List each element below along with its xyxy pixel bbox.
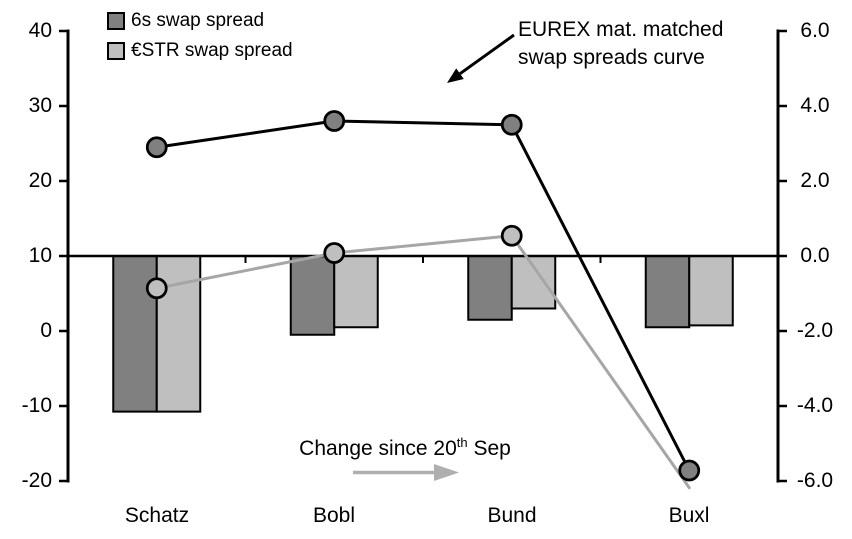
right-tick-label: 4.0 [800, 94, 830, 117]
change-annotation-prefix: Change since 20 [299, 437, 457, 460]
left-tick-label: 40 [28, 19, 52, 42]
right-tick-label: 2.0 [800, 169, 830, 192]
left-tick-label: -20 [21, 469, 52, 492]
change-direction-arrow-icon [353, 464, 459, 481]
left-tick-label: -10 [21, 394, 52, 417]
left-tick-label: 0 [40, 319, 52, 342]
curve-annotation: EUREX mat. matched swap spreads curve [518, 16, 723, 72]
series-marker-1-Bobl [323, 110, 346, 132]
change-annotation: Change since 20th Sep [270, 435, 540, 461]
legend-item-estr: €STR swap spread [107, 40, 293, 62]
bar-1-Bobl [333, 255, 379, 329]
series-marker-1-Schatz [145, 136, 168, 159]
bar-1-Schatz [155, 255, 202, 413]
right-tick-label: -2.0 [796, 319, 834, 342]
series-line-1 [155, 119, 691, 472]
change-annotation-suffix: Sep [467, 437, 511, 460]
bar-0-Bund [467, 255, 513, 321]
right-tick-label: -6.0 [796, 469, 834, 492]
bar-1-Buxl [688, 255, 734, 327]
legend-label-6s: 6s swap spread [131, 10, 265, 31]
series-marker-1-Buxl [678, 459, 701, 482]
legend-item-6s: 6s swap spread [107, 10, 264, 32]
bar-1-Bund [510, 255, 557, 310]
series-marker-0-Bund [500, 224, 523, 247]
legend-swatch-estr-icon [107, 42, 125, 60]
bar-0-Schatz [112, 255, 158, 413]
curve-note-arrow-icon [447, 33, 515, 83]
legend-swatch-6s-icon [107, 12, 125, 30]
bar-0-Bobl [289, 255, 336, 336]
right-tick-label: 0.0 [800, 244, 830, 267]
curve-annotation-line1: EUREX mat. matched [518, 18, 724, 41]
series-layer [59, 29, 787, 490]
change-annotation-sup: th [456, 435, 468, 450]
legend-label-estr: €STR swap spread [131, 40, 293, 61]
bar-0-Buxl [644, 255, 691, 329]
right-tick-label: -4.0 [796, 394, 834, 417]
category-label-bund: Bund [487, 504, 537, 527]
right-tick-label: 6.0 [800, 19, 830, 42]
left-tick-label: 20 [28, 169, 52, 192]
series-line-0 [155, 234, 691, 490]
curve-annotation-line2: swap spreads curve [518, 46, 705, 69]
series-marker-0-Schatz [145, 277, 168, 300]
category-label-schatz: Schatz [124, 504, 190, 527]
series-marker-1-Bund [500, 113, 523, 136]
left-tick-label: 10 [28, 244, 52, 267]
category-label-bobl: Bobl [312, 504, 356, 527]
left-tick-label: 30 [28, 94, 52, 117]
category-label-buxl: Buxl [668, 504, 710, 527]
series-marker-0-Bobl [323, 242, 346, 264]
